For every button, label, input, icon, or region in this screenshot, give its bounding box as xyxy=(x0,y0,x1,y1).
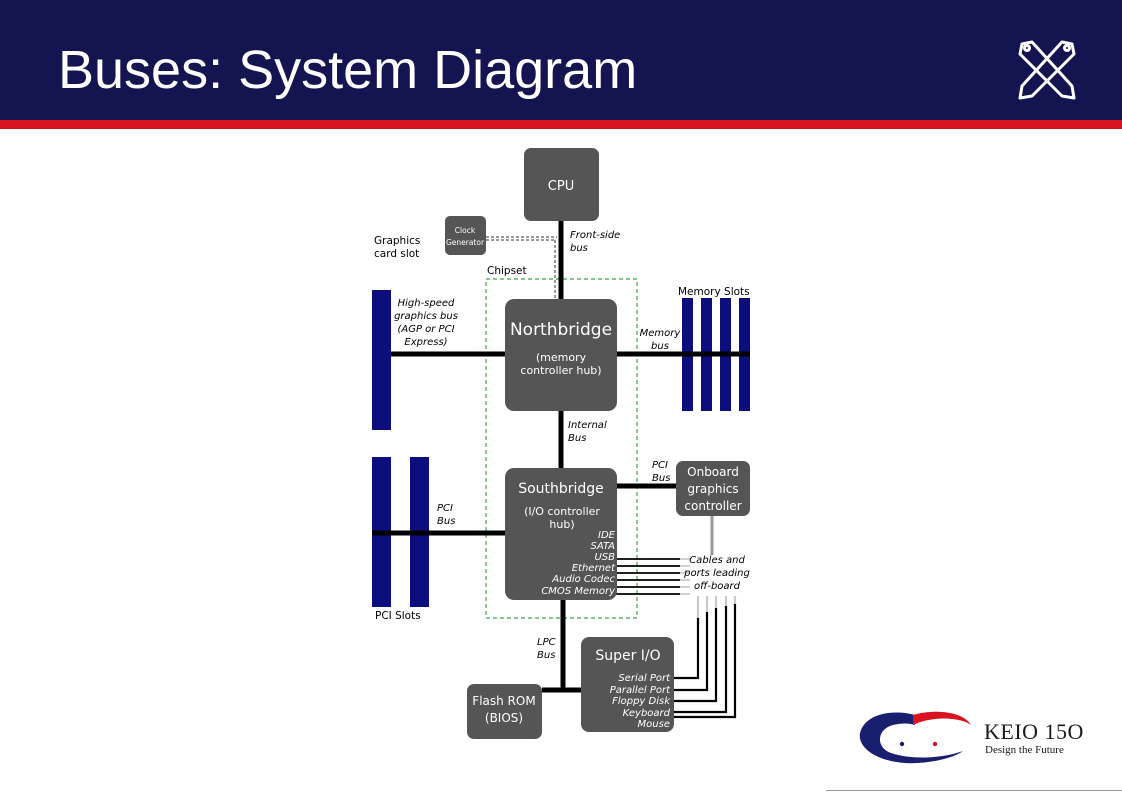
memory-slots-label: Memory Slots xyxy=(678,286,750,298)
graphics-card-slot xyxy=(372,290,391,430)
flash-label-2: (BIOS) xyxy=(485,711,523,725)
pci-left-label-2: Bus xyxy=(437,516,455,527)
sb-port-ethernet: Ethernet xyxy=(572,563,616,574)
sio-port-mouse: Mouse xyxy=(638,719,670,730)
southbridge-title: Southbridge xyxy=(518,481,604,497)
sio-port-floppy: Floppy Disk xyxy=(612,696,671,707)
northbridge-sub-1: (memory xyxy=(536,351,587,364)
northbridge-title: Northbridge xyxy=(510,320,612,340)
onboard-label-1: Onboard xyxy=(687,465,739,479)
sb-port-usb: USB xyxy=(594,552,615,563)
onboard-label-3: controller xyxy=(684,499,741,513)
southbridge-box xyxy=(505,468,617,600)
pci-right-label-1: PCI xyxy=(652,460,668,471)
lpc-label-2: Bus xyxy=(537,650,555,661)
keio-150-title: KEIO 15O xyxy=(984,719,1084,744)
fsb-label-1: Front-side xyxy=(570,230,620,241)
component-boxes xyxy=(445,148,750,739)
flash-rom-box xyxy=(467,684,542,739)
sb-port-sata: SATA xyxy=(591,541,616,552)
title-bar xyxy=(0,0,1122,120)
membus-label-1: Memory xyxy=(640,328,682,339)
sio-port-keyboard: Keyboard xyxy=(623,708,671,719)
clock-generator-box xyxy=(445,216,486,255)
southbridge-sub-1: (I/O controller xyxy=(524,505,600,518)
internal-bus-label-1: Internal xyxy=(568,420,607,431)
sio-port-parallel: Parallel Port xyxy=(610,685,671,696)
membus-label-2: bus xyxy=(651,341,669,352)
superio-box xyxy=(581,637,674,732)
superio-title: Super I/O xyxy=(595,648,660,664)
cpu-label: CPU xyxy=(548,179,574,194)
northbridge-box xyxy=(505,299,617,411)
cables-label-2: ports leading xyxy=(683,568,750,579)
southbridge-port-lines xyxy=(616,558,680,595)
fsb-label-2: bus xyxy=(570,243,588,254)
flash-label-1: Flash ROM xyxy=(472,694,535,708)
sb-port-audio: Audio Codec xyxy=(551,574,615,585)
cables-label-1: Cables and xyxy=(689,555,745,566)
sio-port-serial: Serial Port xyxy=(618,673,671,684)
clock-label-1: Clock xyxy=(455,226,476,235)
onboard-graphics-box xyxy=(676,461,750,516)
accent-stripe xyxy=(0,120,1122,129)
cables-label-3: off-board xyxy=(694,581,741,592)
slide-title: Buses: System Diagram xyxy=(58,40,638,100)
sb-port-ide: IDE xyxy=(598,530,616,541)
graphics-slot-label-1: Graphics xyxy=(374,235,420,247)
pci-slots-label: PCI Slots xyxy=(375,610,421,622)
graphics-slot-label-2: card slot xyxy=(374,248,419,260)
pci-right-label-2: Bus xyxy=(652,473,670,484)
hsgb-label-1: High-speed xyxy=(398,298,455,309)
pci-left-label-1: PCI xyxy=(437,503,453,514)
crossed-pens-x-icon xyxy=(1018,40,1076,100)
clock-lines xyxy=(486,236,557,299)
clock-label-2: Generator xyxy=(446,238,485,247)
hsgb-label-3: (AGP or PCI xyxy=(397,324,454,335)
chipset-label: Chipset xyxy=(487,265,527,277)
keio-150-logo xyxy=(859,711,971,764)
hsgb-label-4: Express) xyxy=(404,337,447,348)
southbridge-sub-2: hub) xyxy=(549,518,574,531)
hsgb-label-2: graphics bus xyxy=(394,311,458,322)
footer-divider xyxy=(826,790,1122,791)
keio-150-subtitle: Design the Future xyxy=(985,744,1064,756)
lpc-label-1: LPC xyxy=(537,637,556,648)
sb-port-cmos: CMOS Memory xyxy=(541,586,616,597)
superio-port-lines xyxy=(672,604,737,719)
onboard-label-2: graphics xyxy=(687,482,738,496)
internal-bus-label-2: Bus xyxy=(568,433,586,444)
cpu-box xyxy=(524,148,599,221)
northbridge-sub-2: controller hub) xyxy=(520,364,601,377)
